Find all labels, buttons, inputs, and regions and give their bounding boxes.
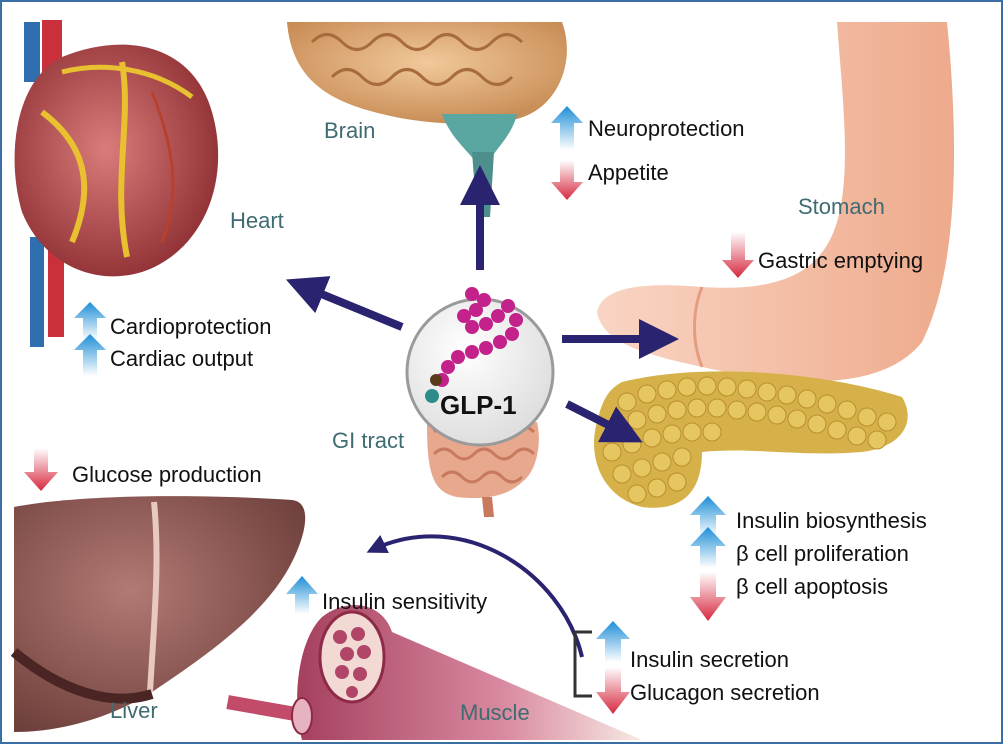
effect-beta-cell-apoptosis: β cell apoptosis [736,576,888,598]
effect-appetite: Appetite [588,162,669,184]
up-arrow-icon [74,334,106,376]
down-arrow-icon [722,232,754,278]
down-arrow-icon [690,572,726,621]
down-arrow-icon [551,160,583,200]
liver-label: Liver [110,700,158,722]
brain-label: Brain [324,120,375,142]
up-arrow-icon [286,576,318,614]
heart-illustration [15,20,219,347]
gi-tract-label: GI tract [332,430,404,452]
up-arrow-icon [596,621,630,662]
down-arrow-icon [596,667,630,714]
glp1-label: GLP-1 [440,390,517,421]
muscle-illustration [226,605,642,740]
stomach-illustration [597,22,954,381]
arrow-to-heart [297,284,402,327]
glp1-center [407,287,553,445]
liver-illustration [14,496,305,732]
effect-insulin-biosynthesis: Insulin biosynthesis [736,510,927,532]
effect-glucose-production: Glucose production [72,464,262,486]
heart-label: Heart [230,210,284,232]
up-arrow-icon [551,106,583,150]
stomach-label: Stomach [798,196,885,218]
effect-cardiac-output: Cardiac output [110,348,253,370]
pancreas-illustration [594,371,908,507]
effect-glucagon-secretion: Glucagon secretion [630,682,820,704]
up-arrow-icon [690,527,726,568]
effect-cardioprotection: Cardioprotection [110,316,271,338]
effect-neuroprotection: Neuroprotection [588,118,745,140]
effect-beta-cell-proliferation: β cell proliferation [736,543,909,565]
effect-insulin-sensitivity: Insulin sensitivity [322,591,487,613]
effect-insulin-secretion: Insulin secretion [630,649,789,671]
muscle-label: Muscle [460,702,530,724]
down-arrow-icon [24,448,58,491]
effect-gastric-emptying: Gastric emptying [758,250,923,272]
